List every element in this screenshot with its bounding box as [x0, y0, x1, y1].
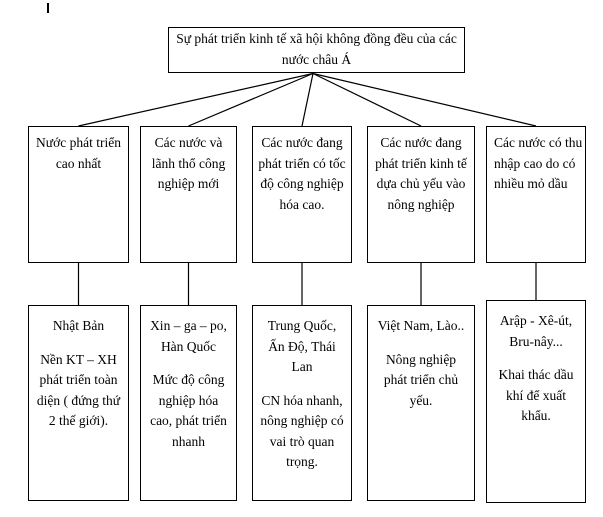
category-node-2: Các nước đang phát triển có tốc độ công … — [252, 126, 352, 263]
category-node-4-label: Các nước có thu nhập cao do có nhiều mỏ … — [494, 135, 583, 192]
detail-node-1-countries: Xin – ga – po, Hàn Quốc — [150, 318, 227, 354]
detail-node-0-countries: Nhật Bản — [52, 318, 105, 333]
connector-root-to-branch-1 — [188, 72, 314, 127]
connector-root-to-branch-3 — [312, 72, 422, 127]
category-node-3-label: Các nước đang phát triển kinh tế dựa chủ… — [375, 135, 467, 212]
detail-node-2-description: CN hóa nhanh, nông nghiệp có vai trò qua… — [260, 392, 344, 470]
detail-node-4-countries: Arập - Xê-út, Bru-nây... — [499, 313, 573, 349]
category-node-4: Các nước có thu nhập cao do có nhiều mỏ … — [486, 126, 586, 263]
category-node-1: Các nước và lãnh thổ công nghiệp mới — [140, 126, 237, 263]
category-node-1-label: Các nước và lãnh thổ công nghiệp mới — [151, 135, 226, 192]
connector-root-to-branch-0 — [78, 72, 314, 127]
detail-node-3: Việt Nam, Lào.. Nông nghiệp phát triển c… — [367, 305, 475, 501]
detail-node-3-countries: Việt Nam, Lào.. — [377, 318, 465, 333]
root-node-label: Sự phát triển kinh tế xã hội không đồng … — [176, 31, 457, 67]
root-node: Sự phát triển kinh tế xã hội không đồng … — [168, 27, 465, 73]
connector-root-to-branch-2 — [301, 73, 314, 127]
detail-node-0: Nhật Bản Nền KT – XH phát triển toàn diệ… — [28, 305, 129, 501]
detail-node-3-description: Nông nghiệp phát triển chủ yếu. — [383, 351, 459, 408]
text-cursor-mark — [47, 3, 49, 13]
detail-node-1: Xin – ga – po, Hàn Quốc Mức độ công nghi… — [140, 305, 237, 501]
detail-node-4-description: Khai thác dầu khí để xuất khẩu. — [498, 367, 574, 424]
detail-node-1-description: Mức độ công nghiệp hóa cao, phát triển n… — [150, 372, 227, 449]
category-node-0-label: Nước phát triển cao nhất — [36, 135, 121, 171]
category-node-2-label: Các nước đang phát triển có tốc độ công … — [258, 135, 346, 212]
detail-node-0-description: Nền KT – XH phát triển toàn diện ( đứng … — [36, 351, 121, 429]
detail-node-4: Arập - Xê-út, Bru-nây... Khai thác dầu k… — [486, 300, 586, 503]
detail-node-2-countries: Trung Quốc, Ấn Độ, Thái Lan — [267, 318, 337, 375]
category-node-3: Các nước đang phát triển kinh tế dựa chủ… — [367, 126, 475, 263]
category-node-0: Nước phát triển cao nhất — [28, 126, 129, 263]
detail-node-2: Trung Quốc, Ấn Độ, Thái Lan CN hóa nhanh… — [252, 305, 352, 501]
connector-root-to-branch-4 — [312, 72, 537, 127]
